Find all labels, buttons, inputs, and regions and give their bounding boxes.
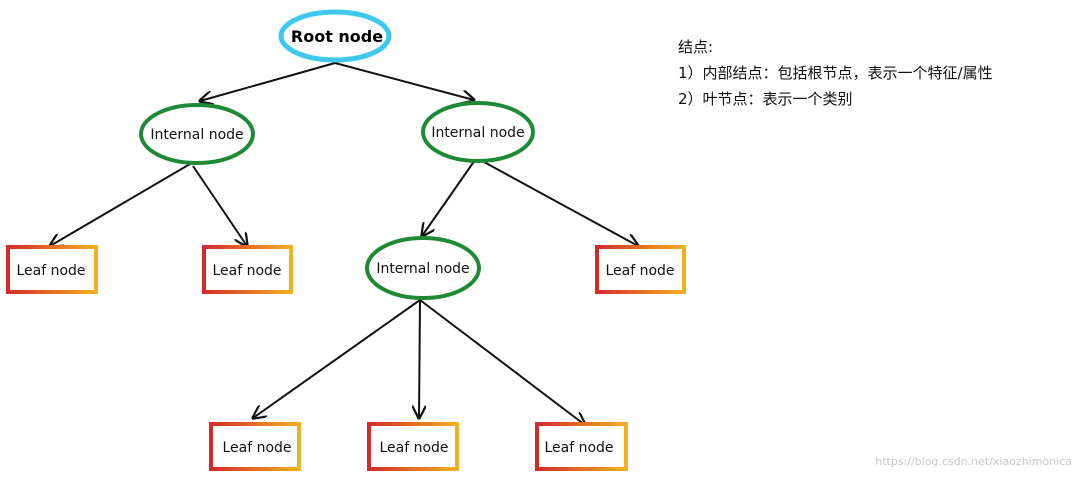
internal-node-shape <box>365 236 481 300</box>
root-node: Root node <box>278 9 392 63</box>
edge-internal-mid-leaf-5 <box>253 299 421 418</box>
watermark: https://blog.csdn.net/xiaozhimonica <box>875 455 1072 468</box>
internal-node-shape <box>139 103 255 165</box>
edge-root-internal-left <box>200 62 336 101</box>
internal-node-shape <box>421 101 535 163</box>
edge-internal-left-leaf-1 <box>50 163 191 246</box>
leaf-node-shape <box>6 245 98 294</box>
internal-node-label: Internal node <box>376 261 469 277</box>
edge-internal-right-leaf-4 <box>483 161 638 246</box>
leaf-node-label: Leaf node <box>212 263 281 279</box>
internal-node-label: Internal node <box>150 127 243 143</box>
leaf-node-label: Leaf node <box>222 440 291 456</box>
root-node-shape <box>278 9 392 63</box>
leaf-node-3: Leaf node <box>595 245 686 294</box>
internal-node-middle: Internal node <box>365 236 481 300</box>
leaf-node-label: Leaf node <box>379 440 448 456</box>
edge-root-internal-right <box>334 62 474 100</box>
leaf-node-shape <box>595 245 686 294</box>
legend-item-leaf: 2）叶节点：表示一个类别 <box>678 90 853 108</box>
leaf-node-label: Leaf node <box>16 263 85 279</box>
edge-internal-left-leaf-2 <box>192 165 247 246</box>
edge-internal-mid-leaf-7 <box>419 299 585 425</box>
internal-node-right: Internal node <box>421 101 535 163</box>
leaf-node-label: Leaf node <box>544 440 613 456</box>
legend-item-internal: 1）内部结点：包括根节点，表示一个特征/属性 <box>678 64 993 82</box>
leaf-node-shape <box>209 422 301 471</box>
leaf-node-2: Leaf node <box>202 245 293 294</box>
leaf-node-shape <box>535 422 628 471</box>
internal-node-label: Internal node <box>431 125 524 141</box>
legend-title: 结点: <box>678 38 714 56</box>
leaf-node-4: Leaf node <box>209 422 301 471</box>
edges <box>50 62 638 425</box>
leaf-node-label: Leaf node <box>605 263 674 279</box>
root-node-label: Root node <box>291 27 383 46</box>
leaf-node-shape <box>367 422 459 471</box>
edge-internal-mid-leaf-6 <box>419 299 420 418</box>
leaf-node-1: Leaf node <box>6 245 98 294</box>
leaf-node-shape <box>202 245 293 294</box>
leaf-node-6: Leaf node <box>535 422 628 471</box>
leaf-node-5: Leaf node <box>367 422 459 471</box>
internal-node-left: Internal node <box>139 103 255 165</box>
legend: 结点: 1）内部结点：包括根节点，表示一个特征/属性 2）叶节点：表示一个类别 <box>678 34 993 112</box>
edge-internal-right-internal-mid <box>422 159 476 236</box>
